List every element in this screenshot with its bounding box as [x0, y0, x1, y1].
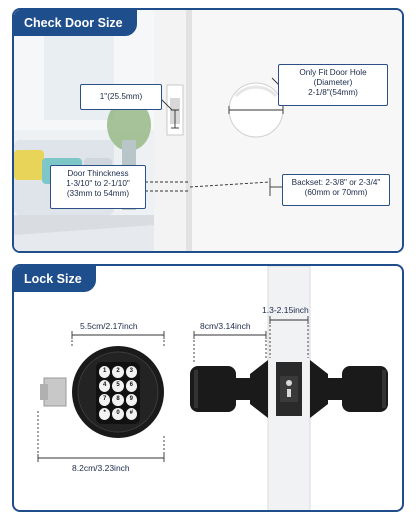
backset-line2: (60mm or 70mm) [304, 188, 368, 197]
door-thickness-range-label: 1.3-2.15inch [262, 305, 309, 315]
door-thickness-line2: 1-3/10" to 2-1/10" [66, 179, 130, 188]
keypad-key-8: 8 [112, 394, 124, 406]
check-door-size-panel: Check Door Size [12, 8, 404, 253]
lock-size-panel: Lock Size [12, 264, 404, 512]
check-door-size-title: Check Door Size [14, 10, 137, 36]
keypad-key-0: 0 [112, 408, 124, 420]
front-width-label: 5.5cm/2.17inch [80, 321, 138, 331]
lock-size-title: Lock Size [14, 266, 96, 292]
keypad: 1 2 3 4 5 6 7 8 9 * 0 # [99, 366, 137, 420]
door-hole-line2: (Diameter) [313, 78, 353, 87]
keypad-key-2: 2 [112, 366, 124, 378]
keypad-key-hash: # [125, 408, 137, 420]
door-scene-illustration [14, 10, 402, 251]
backset-callout: Backset: 2-3/8" or 2-3/4" (60mm or 70mm) [282, 174, 390, 206]
keypad-key-4: 4 [99, 380, 111, 392]
door-hole-line3: 2-1/8"(54mm) [308, 88, 358, 97]
edge-thickness-callout: 1"(25.5mm) [80, 84, 162, 110]
keypad-key-3: 3 [125, 366, 137, 378]
edge-thickness-label: 1"(25.5mm) [99, 92, 143, 101]
backset-line1: Backset: 2-3/8" or 2-3/4" [291, 178, 381, 187]
keypad-key-5: 5 [112, 380, 124, 392]
knob-length-label: 8cm/3.14inch [200, 321, 251, 331]
door-thickness-callout: Door Thinckness 1-3/10" to 2-1/10" (33mm… [50, 165, 146, 209]
lock-diagram [37, 266, 388, 510]
keypad-key-9: 9 [125, 394, 137, 406]
door-hole-callout: Only Fit Door Hole (Diameter) 2-1/8"(54m… [278, 64, 388, 106]
front-total-width-label: 8.2cm/3.23inch [72, 463, 130, 473]
door-thickness-line3: (33mm to 54mm) [66, 189, 130, 198]
keypad-key-7: 7 [99, 394, 111, 406]
keypad-key-1: 1 [99, 366, 111, 378]
door-hole-line1: Only Fit Door Hole [299, 68, 367, 77]
door-thickness-line1: Door Thinckness [67, 169, 129, 178]
keypad-key-6: 6 [125, 380, 137, 392]
keypad-key-star: * [99, 408, 111, 420]
